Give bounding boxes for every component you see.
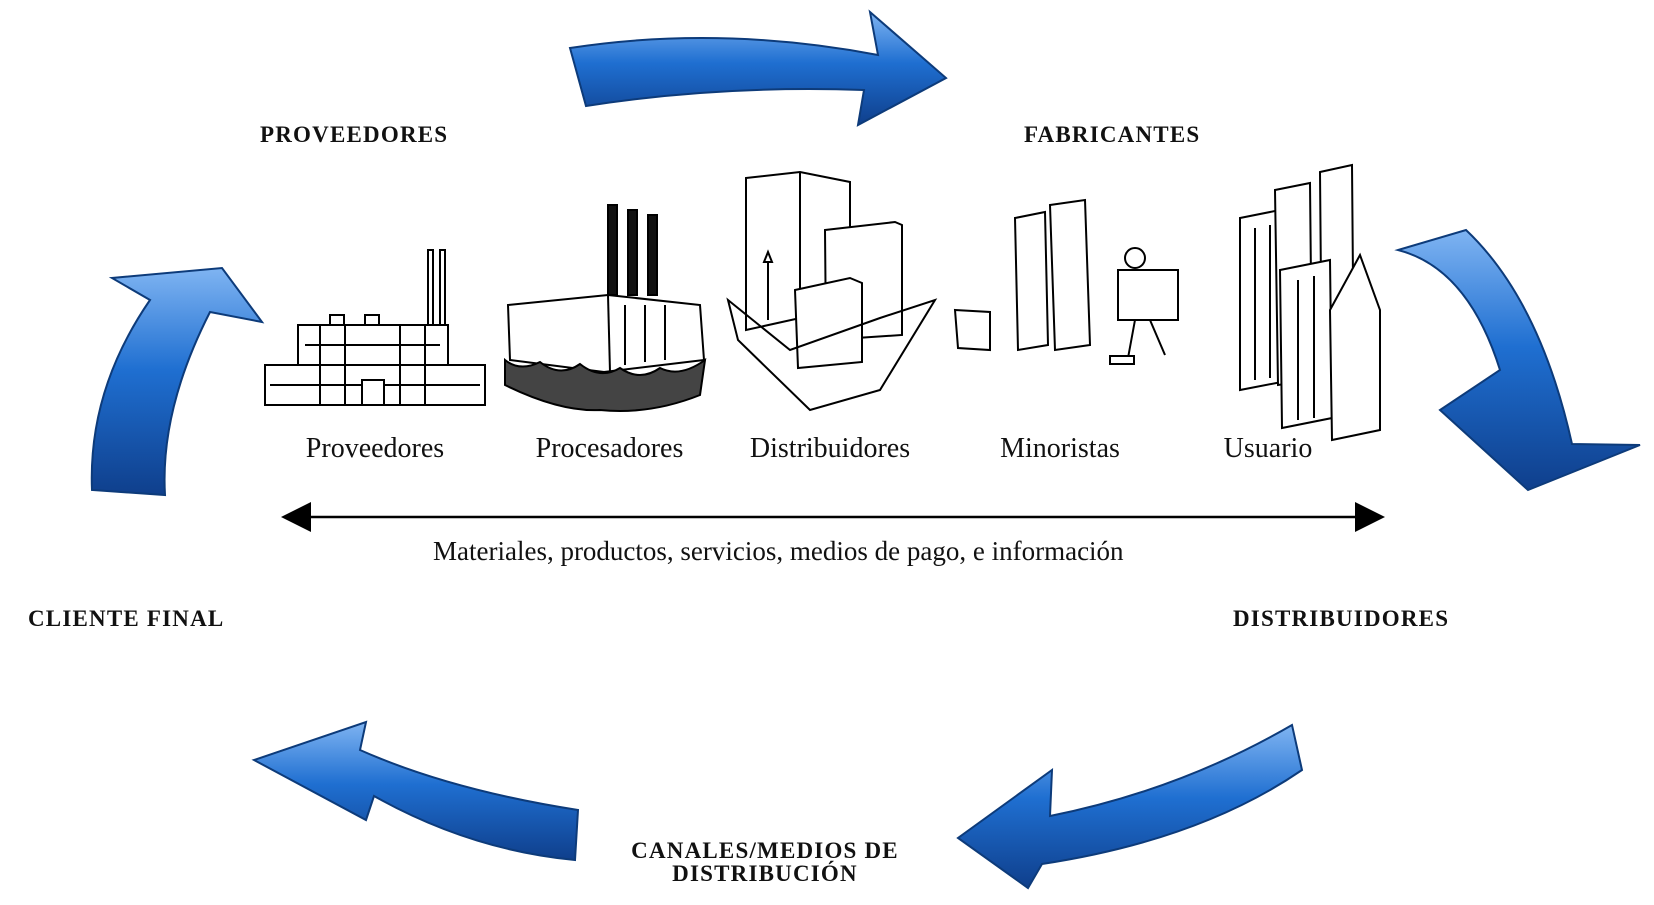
actor-label-distribuidores: Distribuidores xyxy=(749,433,911,464)
stage-label-proveedores: PROVEEDORES xyxy=(260,122,449,147)
actor-label-minoristas: Minoristas xyxy=(1000,433,1120,464)
actor-label-proveedores: Proveedores xyxy=(305,433,445,464)
cycle-arrow-right xyxy=(1394,228,1641,492)
cycle-arrow-top xyxy=(568,9,948,127)
stage-label-canales: CANALES/MEDIOS DE DISTRIBUCIÓN xyxy=(575,838,955,887)
cycle-arrow-bottom-right xyxy=(956,723,1304,890)
city-buildings-icon xyxy=(1239,163,1381,442)
stage-label-cliente-final: CLIENTE FINAL xyxy=(28,606,225,631)
factory-icon xyxy=(264,249,486,406)
stage-label-distribuidores: DISTRIBUIDORES xyxy=(1233,606,1450,631)
cycle-arrow-bottom-left xyxy=(251,720,580,862)
stage-label-fabricantes: FABRICANTES xyxy=(1024,122,1201,147)
stage-label-canales-line2: DISTRIBUCIÓN xyxy=(672,861,858,886)
flow-description: Materiales, productos, servicios, medios… xyxy=(433,536,1124,566)
actor-label-procesadores: Procesadores xyxy=(535,433,684,464)
actor-label-usuario: Usuario xyxy=(1223,433,1313,464)
stage-label-canales-line1: CANALES/MEDIOS DE xyxy=(631,838,899,863)
processing-plant-icon xyxy=(504,204,707,412)
warehouse-icon xyxy=(726,170,938,412)
cycle-arrow-left xyxy=(90,266,265,497)
retail-worker-icon xyxy=(953,198,1179,365)
